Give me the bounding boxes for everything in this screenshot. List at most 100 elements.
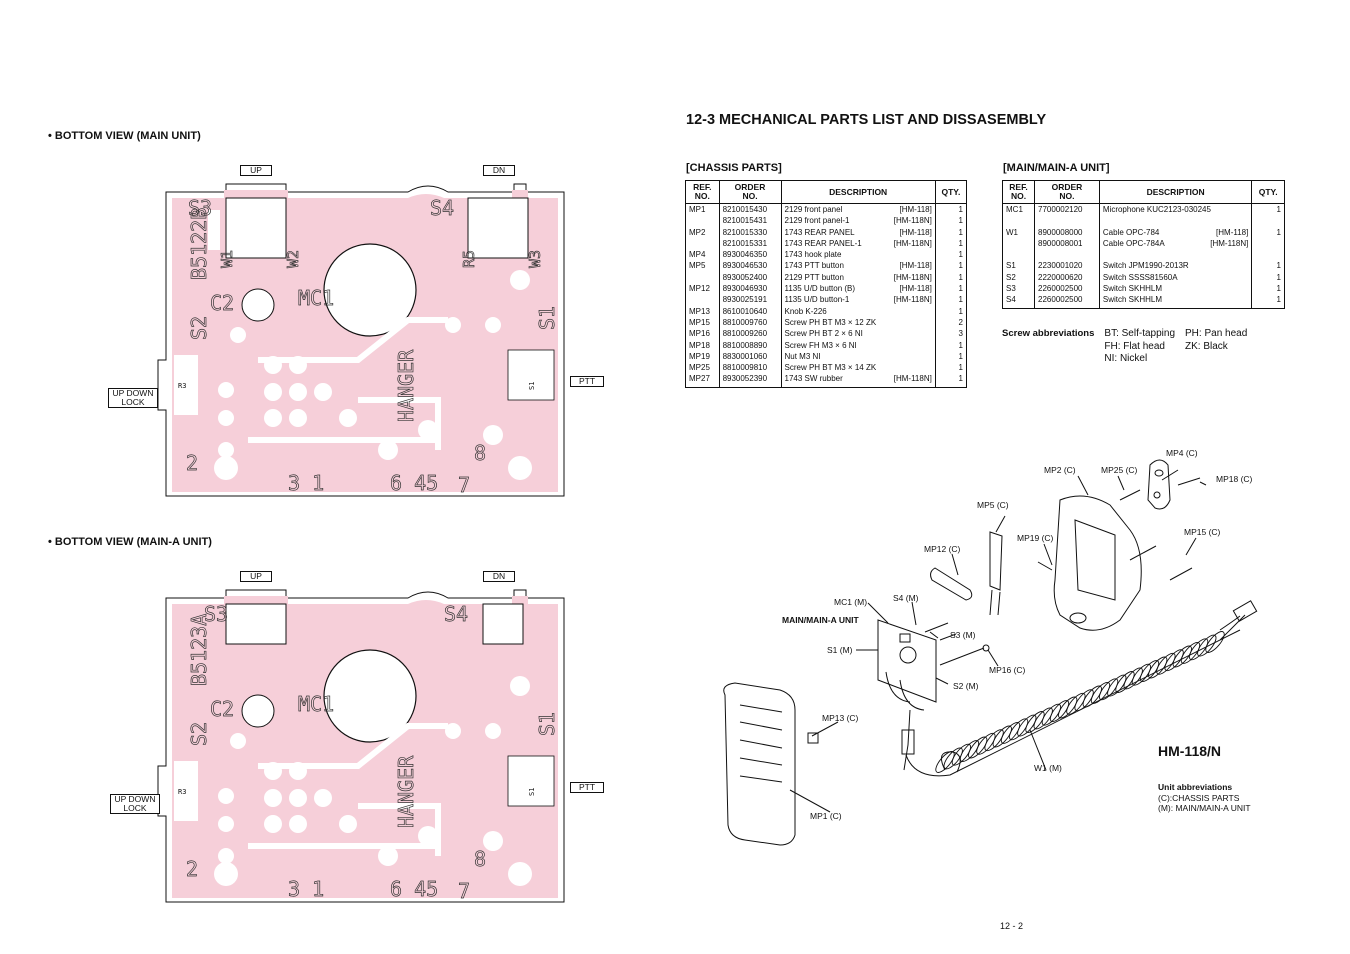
silk-645: 6 45: [390, 877, 438, 901]
ref-cell: MP4: [685, 249, 720, 261]
ptt-tag: PTT: [570, 782, 604, 793]
description-cell: [1099, 215, 1253, 227]
ref-cell: S2: [1002, 271, 1036, 284]
silk-8: 8: [474, 441, 486, 465]
callout-mp16: MP16 (C): [989, 665, 1026, 675]
silk-s3: S3: [204, 602, 228, 626]
qty-cell: 1: [958, 250, 963, 260]
callout-main-unit: MAIN/MAIN-A UNIT: [782, 615, 859, 625]
silk-s2: S2: [187, 722, 211, 746]
callout-mp4: MP4 (C): [1166, 448, 1198, 458]
callout-s2: S2 (M): [953, 681, 979, 691]
silk-r3: R3: [178, 788, 186, 796]
model-variant: [HM-118]: [899, 284, 932, 294]
qty-header: QTY.: [935, 180, 967, 204]
order-cell: 8930046350: [719, 249, 782, 261]
order-cell: 8610010640: [719, 305, 782, 317]
silk-code: B5123A: [187, 614, 211, 686]
maina-unit-pcb-drawing: S3 S4 MC1 C2 2 8 3 1 6 45 7 B5123A S2 S1…: [157, 589, 565, 903]
model-variant: [HM-118N]: [893, 374, 932, 384]
dn-tag: DN: [483, 571, 515, 582]
ref-cell: MP1: [685, 203, 720, 216]
order-cell: 8930046930: [719, 283, 782, 295]
description-text: 1743 PTT button: [784, 261, 844, 271]
coil-loop: [1090, 681, 1111, 704]
description-text: Switch JPM1990-2013R: [1102, 261, 1189, 271]
coil-loop: [1041, 703, 1062, 726]
callout-s4: S4 (M): [893, 593, 919, 603]
coil-loop: [1172, 645, 1192, 668]
silk-7: 7: [458, 473, 470, 497]
description-text: 2129 PTT button: [784, 272, 844, 282]
silk-hanger: HANGER: [394, 755, 418, 828]
qty-cell: [1252, 238, 1285, 249]
screw-abbr-col1: BT: Self-tapping FH: Flat head NI: Nicke…: [1104, 328, 1175, 366]
callout-w1: W1 (M): [1034, 763, 1062, 773]
description-text: Screw PH BT 2 × 6 NI: [784, 329, 863, 339]
order-cell: 8810008890: [719, 339, 782, 351]
callout-mp2: MP2 (C): [1044, 465, 1076, 475]
description-cell: Switch SSSS81560A: [1099, 271, 1253, 284]
qty-cell: 1: [958, 340, 963, 350]
description-cell: Cable OPC-784[HM-118]: [1099, 226, 1253, 238]
silk-code: B5122B: [187, 208, 211, 280]
description-cell: Screw FH M3 × 6 NI: [781, 339, 936, 351]
qty-cell: 1: [1276, 295, 1281, 305]
description-cell: 1743 SW rubber [HM-118N]: [781, 373, 936, 388]
description-text: Cable OPC-784A: [1102, 238, 1165, 248]
ref-cell: [685, 215, 720, 227]
silk-r3: R3: [178, 382, 186, 390]
order-cell: 8210015331: [719, 237, 782, 250]
main-unit-view-title: • BOTTOM VIEW (MAIN UNIT): [48, 130, 201, 142]
unit-abbreviations: Unit abbreviations (C):CHASSIS PARTS (M)…: [1158, 782, 1251, 814]
ref-cell: [1002, 237, 1036, 250]
coil-loop: [1188, 638, 1209, 661]
chassis-parts-title: [CHASSIS PARTS]: [686, 162, 782, 174]
description-text: Switch SKHHLM: [1102, 284, 1162, 294]
ref-cell: [685, 294, 720, 306]
coil-loop: [1164, 649, 1184, 672]
description-cell: Knob K-226: [781, 305, 936, 317]
ref-cell: W1: [1002, 226, 1036, 238]
coil-loop: [976, 732, 996, 755]
model-variant: [HM-118N]: [893, 272, 932, 282]
order-cell: 8930052400: [719, 271, 782, 284]
coil-loop: [1074, 689, 1094, 712]
description-cell: 1135 U/D button (B)[HM-118]: [781, 283, 936, 295]
silk-r5: R5: [460, 250, 478, 268]
section-title: 12-3 MECHANICAL PARTS LIST AND DISSASEMB…: [686, 112, 1047, 128]
order-cell: 8810009760: [719, 316, 782, 329]
ref-cell: MP12: [685, 283, 720, 295]
description-text: 1135 U/D button-1: [784, 295, 850, 305]
exploded-view-diagram: MP4 (C) MP2 (C) MP25 (C) MP18 (C) MP5 (C…: [700, 440, 1300, 850]
coil-loop: [1148, 656, 1168, 679]
ref-cell: MP2: [685, 226, 720, 238]
order-cell: 8900008000: [1034, 226, 1100, 238]
description-cell: 2129 front panel-1[HM-118N]: [781, 215, 936, 227]
description-text: Knob K-226: [784, 306, 827, 316]
order-cell: 2260002500: [1034, 283, 1100, 295]
ref-cell: S4: [1002, 294, 1036, 309]
description-cell: 1743 REAR PANEL-1[HM-118N]: [781, 237, 936, 250]
qty-cell: 1: [958, 261, 963, 271]
silk-s1: S1: [535, 712, 559, 736]
callout-mp12: MP12 (C): [924, 544, 961, 554]
callout-s3: S3 (M): [950, 630, 976, 640]
unit-abbr-line-m: (M): MAIN/MAIN-A UNIT: [1158, 803, 1251, 813]
ref-cell: [1002, 215, 1036, 227]
order-cell: 8210015330: [719, 226, 782, 238]
ref-cell: [685, 237, 720, 250]
model-variant: [HM-118]: [1216, 227, 1249, 237]
ref-cell: MP5: [685, 260, 720, 272]
qty-cell: 1: [958, 306, 963, 316]
description-text: 1743 SW rubber: [784, 374, 843, 384]
